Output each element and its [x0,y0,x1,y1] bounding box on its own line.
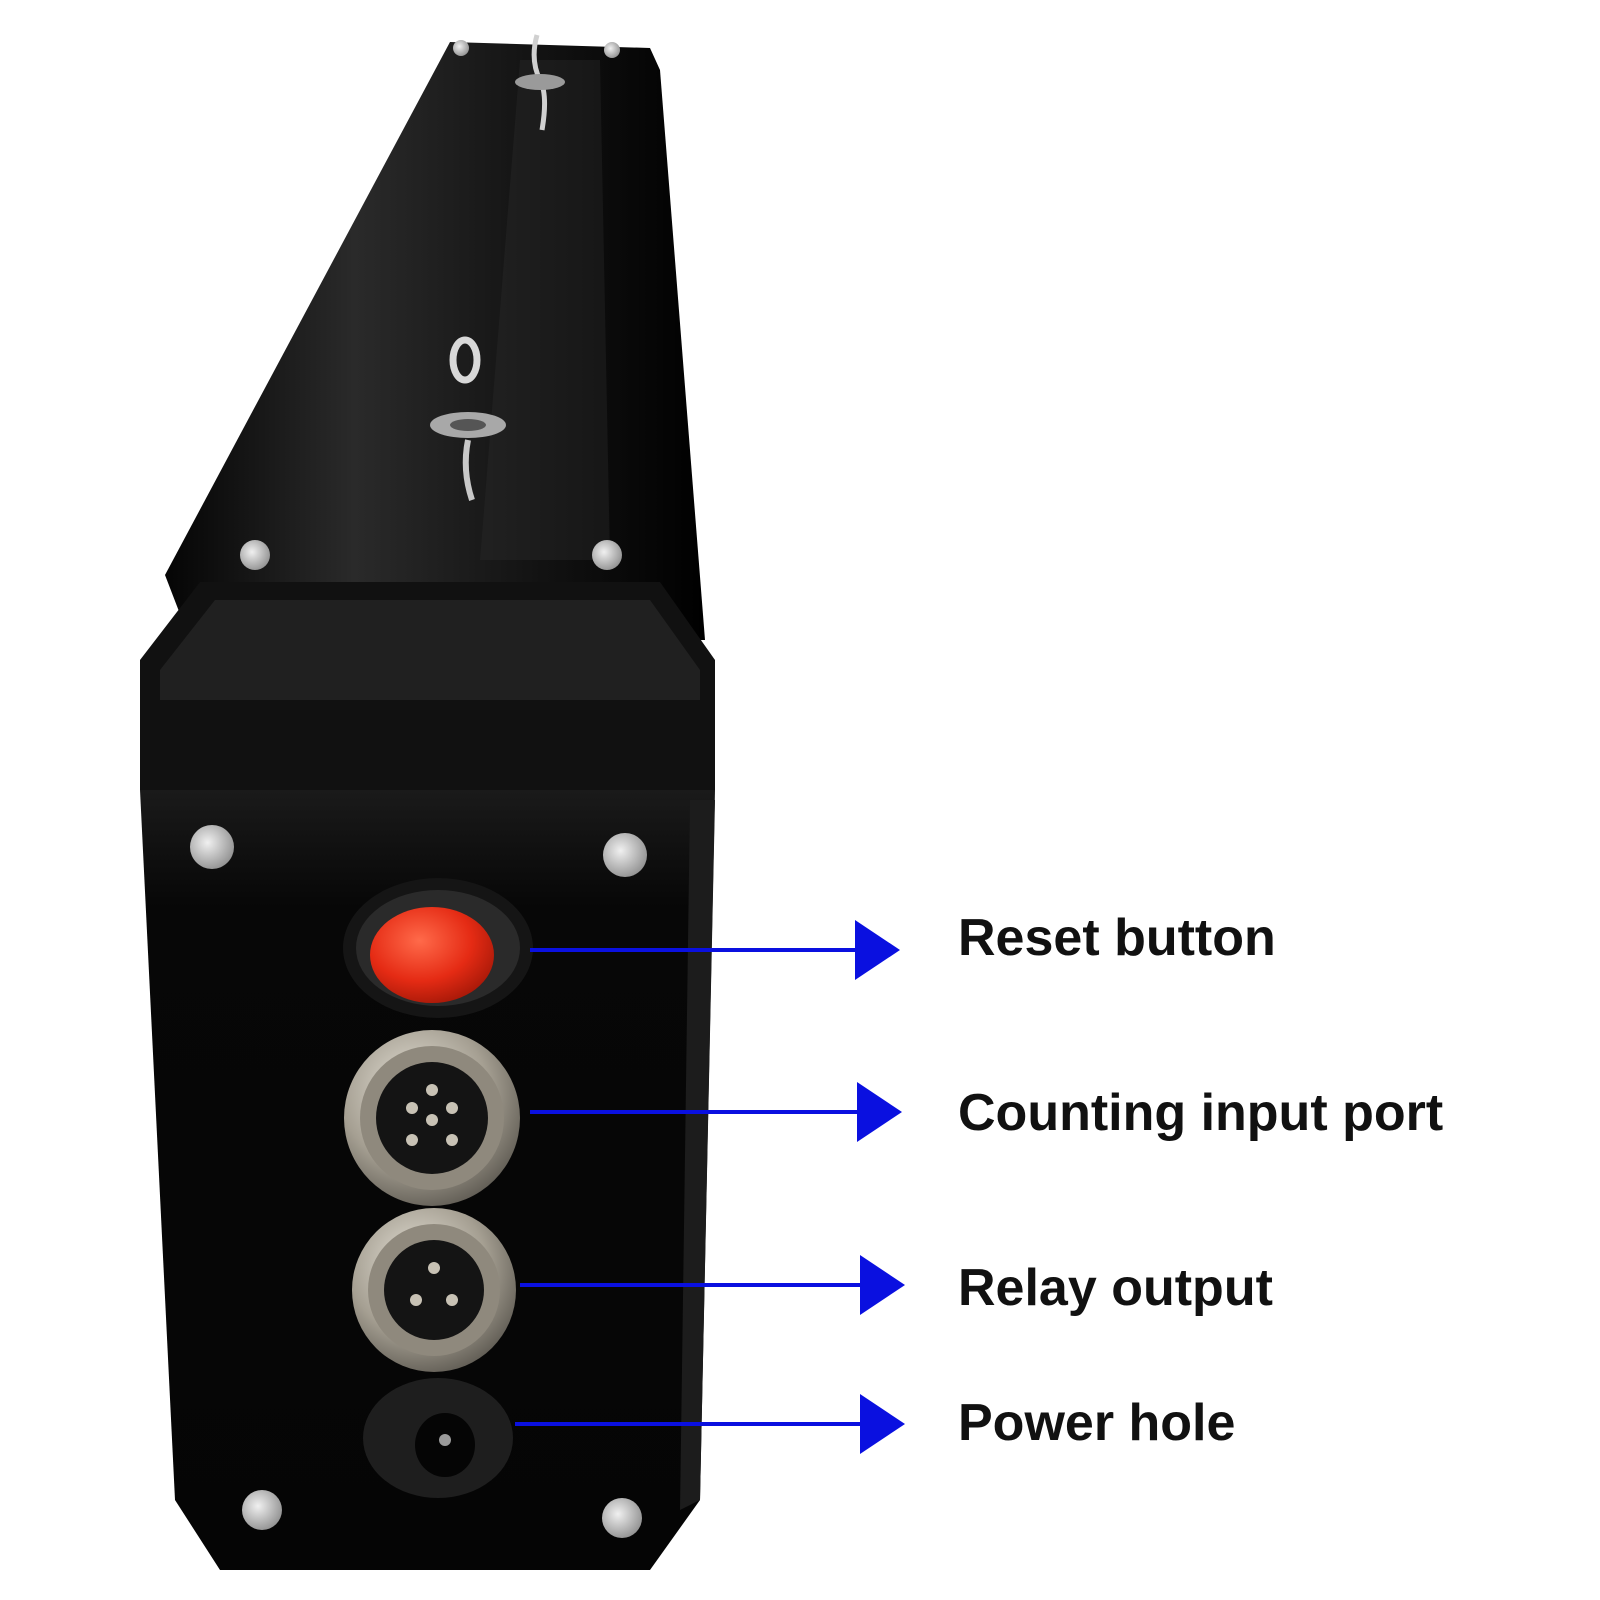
relay-output-connector-icon [352,1208,516,1372]
eye-hook-icon [515,34,565,131]
face-screw-icon [190,825,647,1538]
device-top-surface [165,42,705,640]
power-jack-icon [363,1378,513,1498]
callout-arrow [530,1082,902,1142]
callout-label-counting-input-port: Counting input port [958,1084,1444,1142]
callout-arrow [520,1255,905,1315]
eye-hook-icon [430,336,506,501]
callout-label-reset-button: Reset button [958,909,1276,967]
reset-button-icon [343,878,533,1018]
callout-label-power-hole: Power hole [958,1394,1236,1452]
callout-label-relay-output: Relay output [958,1259,1273,1317]
counting-input-connector-icon [344,1030,520,1206]
device-end-cap [140,582,715,790]
top-screw-icon [240,40,622,570]
callout-arrow [530,920,900,980]
callout-arrow [515,1394,905,1454]
